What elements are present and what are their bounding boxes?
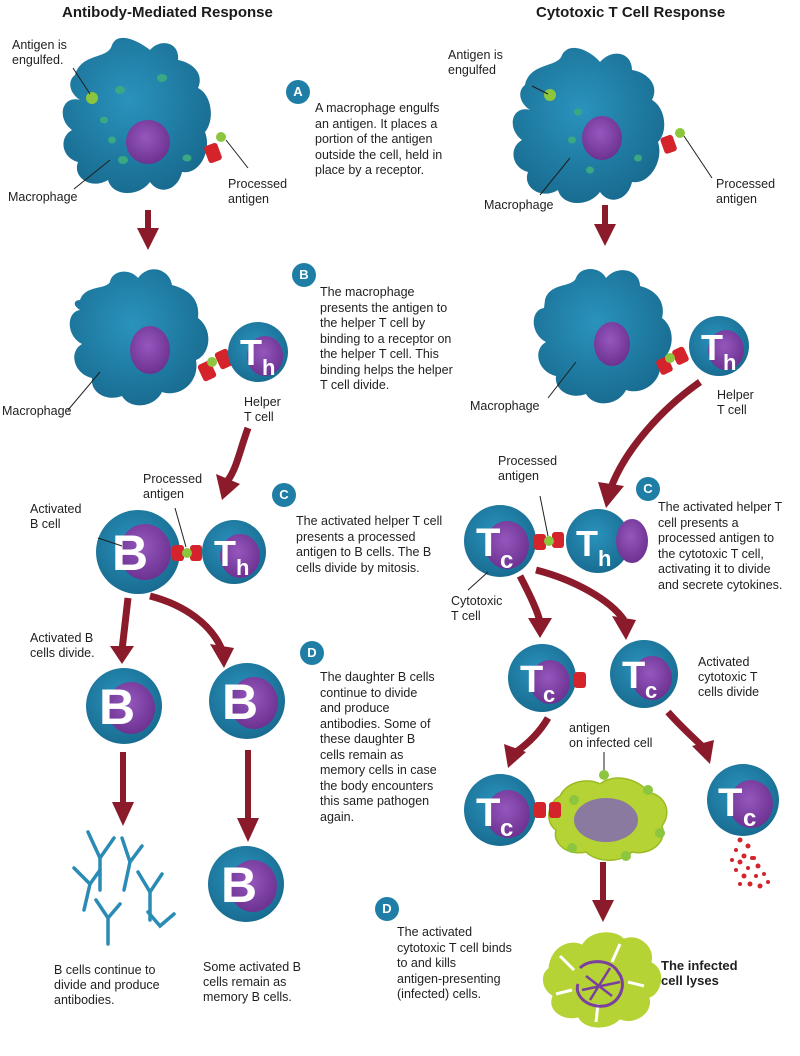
step-badge-a: A	[286, 80, 310, 104]
arrow-left-3	[110, 592, 234, 668]
b-cell-activated: B	[96, 507, 202, 594]
helper-t-letter: T	[240, 332, 262, 373]
cytotoxic-t-cell-binding: T c	[464, 774, 546, 846]
helper-t-letter-cr: T	[576, 523, 598, 564]
label-macrophage-1: Macrophage	[8, 190, 78, 204]
macrophage-a-left	[62, 37, 249, 194]
label-helper-t-left: Helper T cell	[244, 395, 281, 424]
step-c-left-text: The activated helper T cell presents a p…	[296, 514, 443, 575]
b-cell-daughter-2: B	[209, 663, 285, 739]
label-processed-antigen-2: Processed antigen	[143, 472, 203, 501]
label-activated-b-divide: Activated B cells divide.	[30, 631, 95, 660]
label-activated-cytotoxic-divide: Activated cytotoxic T cells divide	[698, 655, 760, 699]
b-letter-d2: B	[222, 674, 258, 730]
label-macrophage-2: Macrophage	[2, 404, 72, 418]
step-badge-d-right: D	[375, 897, 399, 921]
helper-t-sub: h	[262, 355, 275, 380]
step-badge-d-left: D	[300, 641, 324, 665]
step-c-right-text: The activated helper T cell presents a p…	[658, 500, 783, 592]
infected-cell	[548, 752, 668, 861]
helper-t-sub-c: h	[236, 555, 249, 580]
helper-t-sub-r: h	[723, 350, 736, 375]
label-helper-t-right: Helper T cell	[717, 388, 754, 417]
antibodies	[72, 830, 176, 946]
step-badge-c-left: C	[272, 483, 296, 507]
cyto-sub-bind: c	[500, 815, 513, 842]
helper-t-cell-b-right: T h	[689, 316, 749, 376]
b-letter-d1: B	[99, 679, 135, 735]
cytotoxic-t-cell-secreting: T c	[707, 764, 779, 836]
b-letter: B	[112, 525, 148, 581]
arrow-left-4	[112, 750, 259, 842]
cyto-sub-d1: c	[543, 682, 555, 707]
macrophage-b-left	[67, 269, 234, 411]
helper-t-cell-c-left: T h	[202, 520, 266, 584]
helper-t-cell-c-right: T h	[566, 509, 648, 573]
b-cell-daughter-1: B	[86, 668, 162, 744]
step-badge-c-right: C	[636, 477, 660, 501]
label-antigen-engulfed-left: Antigen is engulfed.	[12, 38, 67, 67]
cyto-letter-d2: T	[622, 655, 645, 697]
helper-t-cell-b-left: T h	[228, 322, 288, 382]
step-d-right-text: The activated cytotoxic T cell binds to …	[397, 925, 512, 1001]
heading-cytotoxic: Cytotoxic T Cell Response	[536, 4, 726, 21]
cyto-sub-sec: c	[743, 805, 756, 832]
label-infected-lyses: The infected cell lyses	[661, 958, 738, 988]
b-cell-memory: B	[208, 846, 284, 922]
cyto-letter-d1: T	[520, 659, 543, 701]
cyto-letter-sec: T	[718, 781, 742, 825]
arrow-left-1	[137, 210, 159, 250]
label-macrophage-4: Macrophage	[470, 399, 540, 413]
b-letter-memory: B	[221, 857, 257, 913]
arrow-right-5	[592, 862, 614, 922]
arrow-right-1	[594, 205, 616, 246]
step-a-text: A macrophage engulfs an antigen. It plac…	[315, 101, 443, 177]
cyto-sub-d2: c	[645, 678, 657, 703]
label-processed-antigen-3: Processed antigen	[716, 177, 776, 206]
macrophage-a-right	[512, 47, 713, 204]
helper-t-letter-c: T	[214, 533, 236, 574]
cyto-t-letter: T	[476, 521, 500, 565]
label-antigen-infected: antigen on infected cell	[569, 721, 653, 750]
heading-antibody-mediated: Antibody-Mediated Response	[62, 4, 273, 21]
cytotoxic-t-cell-c: T c	[464, 495, 564, 591]
step-badge-b: B	[292, 263, 316, 287]
cytotoxic-t-cell-d2: T c	[610, 640, 678, 708]
label-processed-antigen-1: Processed antigen	[228, 177, 288, 206]
label-cytotoxic-t-cell: Cytotoxic T cell	[451, 594, 503, 623]
label-antigen-engulfed-right: Antigen is engulfed	[448, 48, 503, 77]
lysed-cell	[542, 931, 663, 1029]
arrow-right-4	[504, 709, 714, 768]
label-b-cells-continue: B cells continue to divide and produce a…	[54, 963, 160, 1007]
label-memory-b-cells: Some activated B cells remain as memory …	[203, 960, 301, 1004]
cyto-t-sub: c	[500, 547, 513, 574]
label-macrophage-3: Macrophage	[484, 198, 554, 212]
macrophage-b-right	[533, 269, 689, 404]
cyto-letter-bind: T	[476, 791, 500, 835]
arrow-right-2	[598, 379, 703, 508]
label-processed-antigen-4: Processed antigen	[498, 454, 558, 483]
arrow-right-3	[516, 566, 636, 640]
cytotoxic-t-cell-d1: T c	[508, 644, 586, 712]
helper-t-sub-cr: h	[598, 546, 611, 571]
arrow-left-2	[216, 426, 252, 500]
step-d-left-text: The daughter B cells continue to divide …	[320, 670, 437, 824]
step-b-text: The macrophage presents the antigen to t…	[320, 285, 453, 392]
cytokines	[730, 837, 770, 889]
helper-t-letter-r: T	[701, 327, 723, 368]
label-activated-b-cell: Activated B cell	[30, 502, 82, 531]
